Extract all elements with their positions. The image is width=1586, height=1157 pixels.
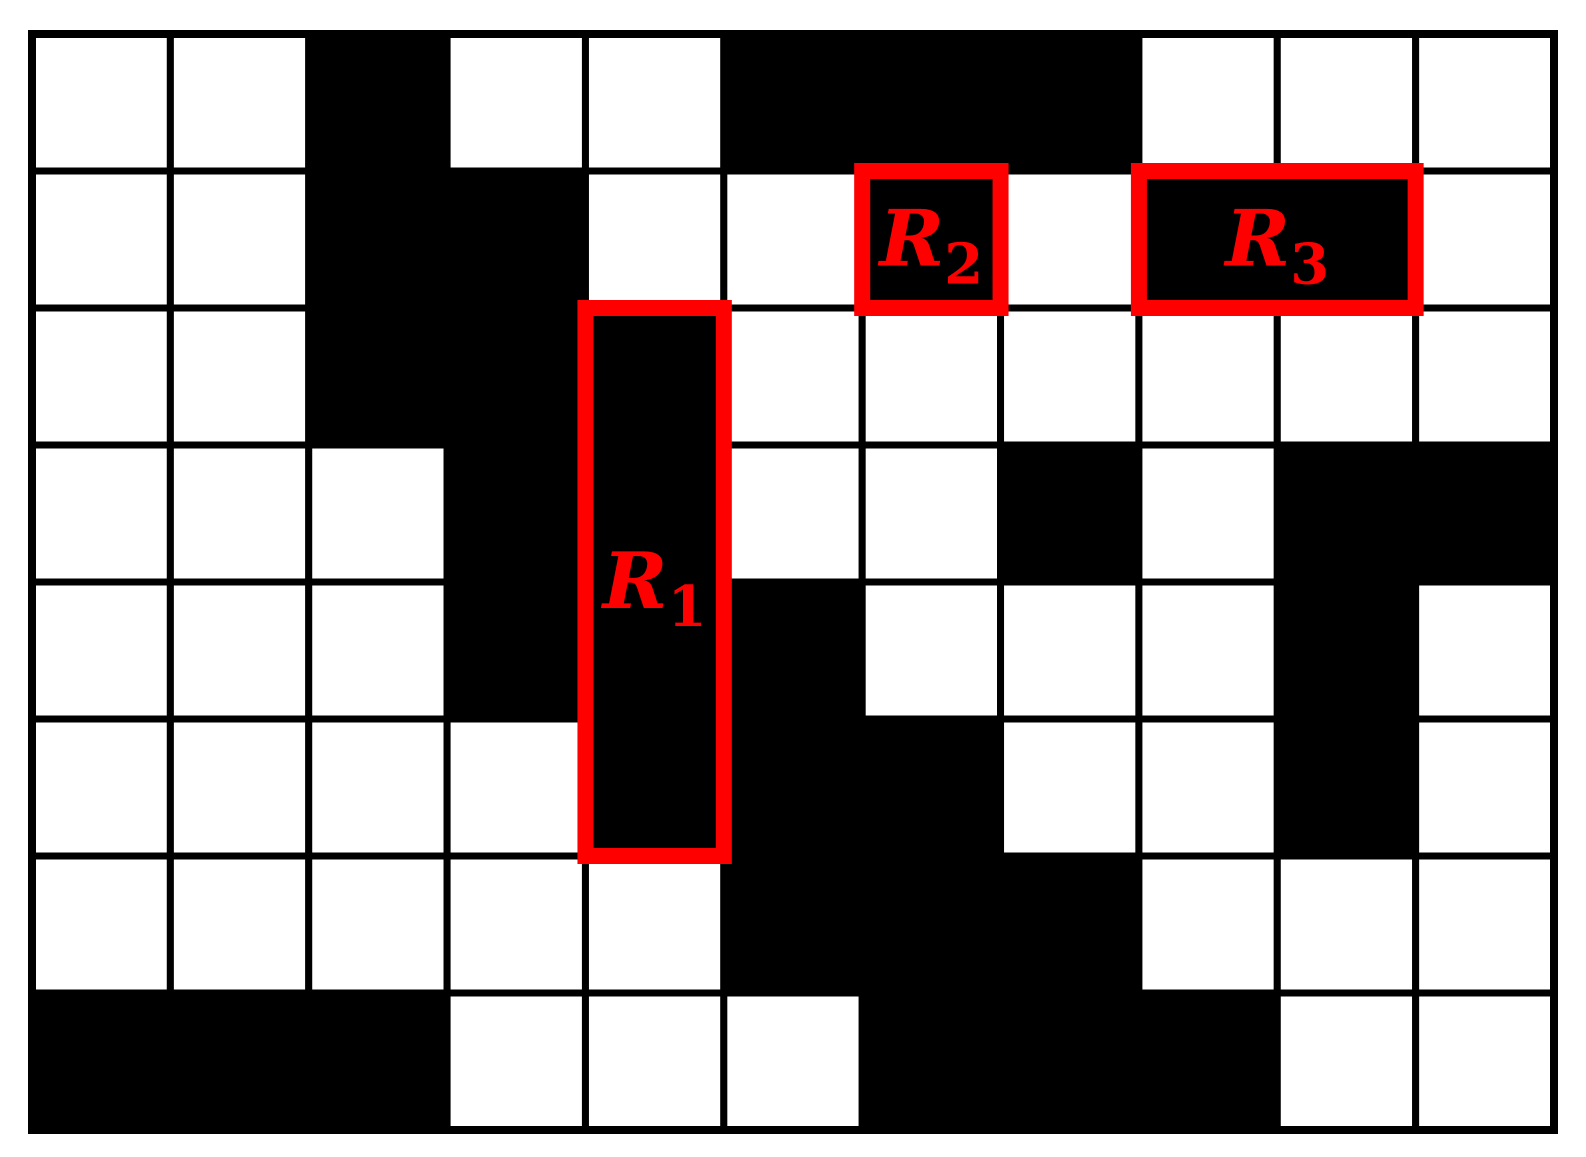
grid-cell-r5-c8-empty	[1135, 715, 1281, 860]
grid-cell-r0-c9-empty	[1273, 30, 1420, 175]
grid-cell-r4-c1-empty	[166, 578, 313, 723]
grid-cell-r5-c7-empty	[997, 715, 1143, 860]
grid-cell-r7-c9-empty	[1273, 989, 1420, 1134]
grid-cell-r5-c3-empty	[443, 715, 589, 860]
grid-cell-r6-c7-filled	[997, 852, 1143, 997]
grid-cell-r0-c1-empty	[166, 30, 313, 175]
grid-cell-r3-c0-empty	[28, 441, 174, 586]
grid-cell-r6-c1-empty	[166, 852, 313, 997]
region-letter: R	[601, 536, 668, 627]
grid-cell-r3-c9-filled	[1273, 441, 1420, 586]
grid-cell-r3-c8-empty	[1135, 441, 1281, 586]
region-subscript: 1	[668, 574, 707, 640]
grid-cell-r2-c8-empty	[1135, 304, 1281, 449]
grid-cell-r1-c5-empty	[720, 167, 866, 312]
region-box-r3	[1130, 163, 1424, 316]
grid-cell-r3-c5-empty	[720, 441, 866, 586]
grid-cell-r1-c1-empty	[166, 167, 313, 312]
grid-cell-r1-c3-filled	[443, 167, 589, 312]
grid-cell-r2-c3-filled	[443, 304, 589, 449]
grid-cell-r7-c10-empty	[1412, 989, 1558, 1134]
grid-cell-r5-c10-empty	[1412, 715, 1558, 860]
grid-cell-r4-c10-empty	[1412, 578, 1558, 723]
grid-cell-r0-c6-filled	[858, 30, 1005, 175]
region-box-r1	[577, 300, 732, 864]
grid-cell-r6-c3-empty	[443, 852, 589, 997]
grid-cell-r2-c4-filled	[581, 304, 728, 449]
grid-cell-r3-c6-empty	[858, 441, 1005, 586]
grid-cell-r6-c2-empty	[305, 852, 451, 997]
grid-cell-r7-c5-empty	[720, 989, 866, 1134]
grid-cell-r0-c4-empty	[581, 30, 728, 175]
grid-cell-r2-c10-empty	[1412, 304, 1558, 449]
grid-cell-r7-c0-filled	[28, 989, 174, 1134]
grid-cell-r0-c10-empty	[1412, 30, 1558, 175]
region-label-r1: R1	[601, 536, 707, 640]
grid-outer-border	[28, 30, 1558, 1134]
grid-cell-r3-c1-empty	[166, 441, 313, 586]
grid-cell-r0-c2-filled	[305, 30, 451, 175]
region-box-r2	[854, 163, 1009, 316]
grid-cell-r5-c1-empty	[166, 715, 313, 860]
region-subscript: 2	[944, 232, 983, 298]
grid-cell-r3-c10-filled	[1412, 441, 1558, 586]
region-letter: R	[877, 194, 944, 285]
grid-cell-r1-c7-empty	[997, 167, 1143, 312]
grid-cell-r0-c0-empty	[28, 30, 174, 175]
grid-cell-r2-c1-empty	[166, 304, 313, 449]
grid-cell-r4-c3-filled	[443, 578, 589, 723]
grid-cell-r3-c7-filled	[997, 441, 1143, 586]
grid-cell-r6-c6-filled	[858, 852, 1005, 997]
grid-cell-r5-c2-empty	[305, 715, 451, 860]
grid-cell-r6-c0-empty	[28, 852, 174, 997]
grid-cell-r2-c2-filled	[305, 304, 451, 449]
grid-cell-r1-c0-empty	[28, 167, 174, 312]
grid-cell-r5-c5-filled	[720, 715, 866, 860]
grid-cell-r5-c9-filled	[1273, 715, 1420, 860]
grid-cells	[28, 30, 1558, 1134]
region-subscript: 3	[1290, 232, 1329, 298]
grid-cell-r0-c3-empty	[443, 30, 589, 175]
grid-cell-r4-c5-filled	[720, 578, 866, 723]
grid-cell-r1-c4-empty	[581, 167, 728, 312]
grid-cell-r3-c2-empty	[305, 441, 451, 586]
grid-cell-r2-c7-empty	[997, 304, 1143, 449]
grid-cell-r4-c8-empty	[1135, 578, 1281, 723]
grid-cell-r7-c8-filled	[1135, 989, 1281, 1134]
grid-cell-r1-c2-filled	[305, 167, 451, 312]
grid-cell-r6-c8-empty	[1135, 852, 1281, 997]
grid-cell-r3-c3-filled	[443, 441, 589, 586]
grid-cell-r7-c7-filled	[997, 989, 1143, 1134]
region-letter: R	[1223, 194, 1290, 285]
grid-cell-r4-c9-filled	[1273, 578, 1420, 723]
grid-cell-r6-c9-empty	[1273, 852, 1420, 997]
grid-cell-r0-c5-filled	[720, 30, 866, 175]
grid-cell-r1-c10-empty	[1412, 167, 1558, 312]
grid-cell-r2-c9-empty	[1273, 304, 1420, 449]
grid-cell-r7-c1-filled	[166, 989, 313, 1134]
grid-cell-r7-c6-filled	[858, 989, 1005, 1134]
grid-cell-r7-c2-filled	[305, 989, 451, 1134]
grid-cell-r7-c4-empty	[581, 989, 728, 1134]
grid-cell-r2-c6-empty	[858, 304, 1005, 449]
grid-cell-r7-c3-empty	[443, 989, 589, 1134]
grid-cell-r6-c5-filled	[720, 852, 866, 997]
grid-cell-r5-c4-filled	[581, 715, 728, 860]
grid-cell-r6-c10-empty	[1412, 852, 1558, 997]
region-label-r2: R2	[877, 194, 983, 298]
grid-cell-r6-c4-empty	[581, 852, 728, 997]
grid-cell-r0-c7-filled	[997, 30, 1143, 175]
grid-cell-r4-c7-empty	[997, 578, 1143, 723]
region-label-r3: R3	[1223, 194, 1329, 298]
grid-cell-r4-c6-empty	[858, 578, 1005, 723]
grid-cell-r5-c0-empty	[28, 715, 174, 860]
grid-cell-r2-c0-empty	[28, 304, 174, 449]
grid-cell-r4-c0-empty	[28, 578, 174, 723]
grid-cell-r4-c2-empty	[305, 578, 451, 723]
grid-cell-r2-c5-empty	[720, 304, 866, 449]
grid-cell-r5-c6-filled	[858, 715, 1005, 860]
grid-cell-r0-c8-empty	[1135, 30, 1281, 175]
